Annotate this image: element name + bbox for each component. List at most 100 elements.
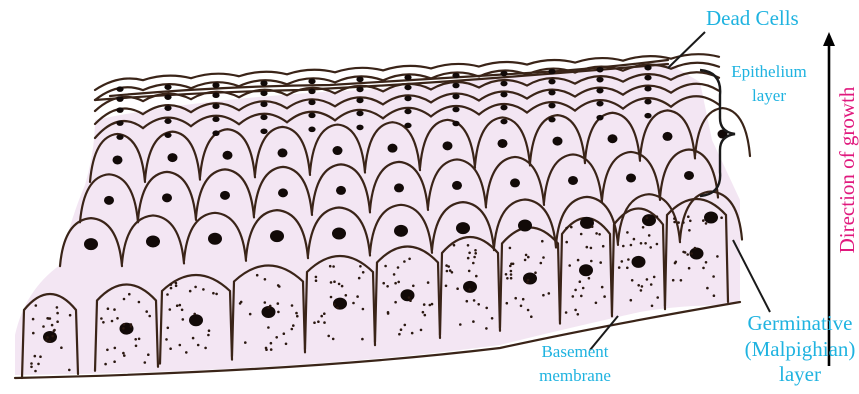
granule: [270, 342, 273, 345]
granule: [618, 266, 621, 269]
granule: [47, 317, 50, 320]
granule: [393, 273, 396, 276]
granule: [682, 251, 685, 254]
granule: [579, 280, 582, 283]
granule: [313, 321, 316, 324]
granule: [468, 252, 471, 255]
granule: [689, 220, 692, 223]
granule: [408, 258, 411, 261]
granule: [35, 304, 38, 307]
granule: [175, 285, 178, 288]
squamous-cell-nucleus: [596, 88, 603, 94]
granule: [291, 328, 294, 331]
squamous-cell-nucleus: [116, 134, 123, 140]
granule: [599, 261, 602, 264]
squamous-cell-nucleus: [260, 114, 267, 120]
spinous-cell-nucleus: [394, 183, 404, 192]
granule: [45, 339, 48, 342]
spinous-cell-nucleus: [498, 139, 508, 148]
granule: [453, 244, 456, 247]
granule: [527, 309, 530, 312]
granule: [51, 324, 54, 327]
granule: [207, 334, 210, 337]
epithelium-label-line2: layer: [752, 86, 786, 105]
granule: [595, 232, 598, 235]
spinous-cell-nucleus: [704, 212, 718, 224]
granule: [345, 294, 348, 297]
granule: [572, 295, 575, 298]
granule: [34, 355, 37, 358]
granule: [646, 278, 649, 281]
granule: [431, 303, 434, 306]
granule: [165, 338, 168, 341]
granule: [138, 338, 141, 341]
squamous-cell-nucleus: [644, 99, 651, 105]
squamous-cell-nucleus: [404, 75, 411, 81]
squamous-cell-nucleus: [404, 109, 411, 115]
granule: [69, 314, 72, 317]
granule: [424, 314, 427, 317]
squamous-cell-nucleus: [644, 65, 651, 71]
granule: [456, 287, 459, 290]
dead-cells-label: Dead Cells: [706, 6, 799, 30]
granule: [394, 282, 397, 285]
granule: [574, 289, 577, 292]
granule: [264, 301, 267, 304]
granule: [394, 301, 397, 304]
granule: [277, 302, 280, 305]
granule: [179, 344, 182, 347]
granule: [568, 264, 571, 267]
granule: [197, 344, 200, 347]
squamous-cell-nucleus: [644, 86, 651, 92]
granule: [283, 332, 286, 335]
granule: [506, 277, 509, 280]
granule: [358, 277, 361, 280]
granule: [651, 305, 654, 308]
granule: [208, 329, 211, 332]
squamous-cell-nucleus: [308, 113, 315, 119]
granule: [702, 219, 705, 222]
squamous-cell-nucleus: [308, 89, 315, 95]
granule: [100, 317, 103, 320]
granule: [403, 260, 406, 263]
squamous-cell-nucleus: [548, 79, 555, 85]
granule: [169, 347, 172, 350]
granule: [656, 215, 659, 218]
granule: [630, 244, 633, 247]
granule: [317, 320, 320, 323]
granule: [194, 286, 197, 289]
granule: [702, 267, 705, 270]
granule: [356, 295, 359, 298]
granule: [330, 296, 333, 299]
squamous-cell-nucleus: [116, 86, 123, 92]
granule: [114, 347, 117, 350]
squamous-cell-nucleus: [260, 101, 267, 107]
granule: [586, 246, 589, 249]
spinous-cell-nucleus: [394, 225, 408, 237]
granule: [525, 254, 528, 257]
granule: [113, 308, 116, 311]
granule: [270, 348, 273, 351]
spinous-cell-nucleus: [84, 238, 98, 250]
germinative-label-line3: layer: [779, 362, 821, 386]
squamous-cell-nucleus: [404, 85, 411, 91]
granule: [680, 279, 683, 282]
granule: [382, 282, 385, 285]
squamous-cell-nucleus: [164, 105, 171, 111]
granule: [640, 289, 643, 292]
squamous-cell-nucleus: [452, 73, 459, 79]
granule: [295, 312, 298, 315]
granule: [116, 317, 119, 320]
granule: [338, 283, 341, 286]
tissue-illustration: [15, 54, 750, 378]
granule: [682, 221, 685, 224]
squamous-cell-nucleus: [356, 87, 363, 93]
squamous-cell-nucleus: [500, 119, 507, 125]
granule: [451, 271, 454, 274]
granule: [145, 310, 148, 313]
squamous-cell-nucleus: [164, 84, 171, 90]
granule: [397, 281, 400, 284]
spinous-cell-nucleus: [443, 141, 453, 150]
spinous-cell-nucleus: [278, 148, 288, 157]
